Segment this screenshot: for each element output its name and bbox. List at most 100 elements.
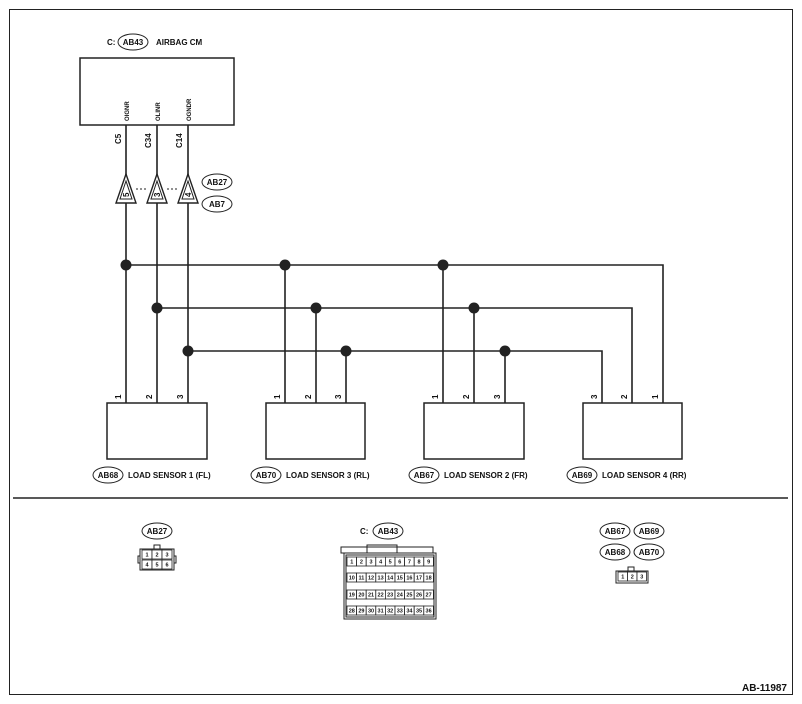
sensor-rl-box [265,402,366,460]
junction-pin-1: 5 [122,192,131,197]
sensor-rr-box [582,402,683,460]
connector-view-ab43-inner [345,554,435,618]
connector-view-ab43-body [343,552,437,620]
ab43-pin-label: 15 [397,576,403,582]
junction-triangle-3-inner [181,179,195,200]
ab43-pin-label: 14 [387,576,394,582]
terminal-pin-2: C34 [144,133,153,148]
junction-oval-1 [201,173,233,191]
ab43-pin-label: 29 [358,609,364,615]
ab43-pin-label: 4 [379,560,383,566]
ab43-pin-label: 6 [398,560,401,566]
ab43-pin-label: 21 [368,593,374,599]
airbag-cm-name: AIRBAG CM [156,38,203,47]
connector-view-group-oval-4 [633,543,665,561]
connector-view-ab27-latch [153,544,161,550]
ab43-pin-label: 32 [387,609,393,615]
ab27-pin-cell [161,559,173,570]
ab43-pin-label: 33 [397,609,403,615]
sensor-rl: 1 2 3 AB70 LOAD SENSOR 3 (RL) [250,394,370,484]
connector-view-ab43-top-lip [340,546,434,554]
connector-view-group-label-2: AB69 [639,527,660,536]
sensor-rr-pin-a: 3 [590,394,599,399]
junction-oval-2 [201,195,233,213]
bus-line-1 [126,264,664,403]
ab43-pin-label: 19 [349,593,355,599]
sensor-group-pin-label: 3 [640,575,643,581]
connector-view-group-label-4: AB70 [639,548,660,557]
splice-dot [499,345,511,357]
junction-connector-2: AB7 [209,200,226,209]
sensor-rl-pin-a: 1 [273,394,282,399]
ab43-pin-label: 23 [387,593,393,599]
connector-view-ab43-prefix: C: [360,527,368,536]
ab27-pin-label: 1 [145,553,148,559]
splice-dot [340,345,352,357]
ab43-pin-label: 26 [416,593,422,599]
sensor-rl-oval [250,466,282,484]
ab43-pin-label: 17 [416,576,422,582]
airbag-cm-header: C: AB43 AIRBAG CM [107,33,203,51]
connector-view-group-oval-1 [599,522,631,540]
sensor-fl-connector: AB68 [98,471,119,480]
sensor-fr-box [423,402,525,460]
sensor-rr-name: LOAD SENSOR 4 (RR) [602,471,687,480]
sensor-fr-name: LOAD SENSOR 2 (FR) [444,471,528,480]
connector-view-ab43-latch [366,544,398,554]
connector-view-ab27-label: AB27 [147,527,168,536]
ab27-pin-label: 3 [165,553,168,559]
splice-dot [120,259,132,271]
terminal-signal-2: OLINR [156,102,162,121]
ab43-pin-label: 10 [349,576,355,582]
connector-view-group-label-1: AB67 [605,527,626,536]
sensor-fl-pin-c: 3 [176,394,185,399]
connector-view-group-label-3: AB68 [605,548,626,557]
ab43-pin-label: 2 [360,560,363,566]
bus-line-3 [188,350,603,403]
connector-view-ab43-label: AB43 [378,527,399,536]
ab43-pin-label: 27 [426,593,432,599]
ab43-pin-label: 16 [406,576,412,582]
ab43-pin-label: 24 [397,593,404,599]
ab43-pin-label: 25 [406,593,412,599]
ab43-pin-label: 11 [358,576,364,582]
sensor-fr-pin-a: 1 [431,394,440,399]
sensor-fr: 1 2 3 AB67 LOAD SENSOR 2 (FR) [408,394,528,484]
ab43-pin-label: 7 [408,560,411,566]
sensor-group-pin-label: 2 [631,575,634,581]
connector-view-ab27-oval [141,522,173,540]
sensor-fl-name: LOAD SENSOR 1 (FL) [128,471,211,480]
junction-connector: 5 3 4 AB27 AB7 [115,171,233,213]
ab43-pin-label: 31 [378,609,384,615]
connector-view-ab43-oval [372,522,404,540]
connector-view-ab27-ear-left [137,555,141,564]
sensor-rr: 3 2 1 AB69 LOAD SENSOR 4 (RR) [566,394,687,484]
sensor-fr-pin-c: 3 [493,394,502,399]
ab43-pin-label: 13 [378,576,384,582]
sensor-fr-connector: AB67 [414,471,435,480]
ab43-pin-cell [423,605,434,616]
sensor-rr-connector: AB69 [572,471,593,480]
sensor-rr-pin-c: 1 [651,394,660,399]
ab27-pin-label: 6 [165,563,168,569]
sensor-fl: 1 2 3 AB68 LOAD SENSOR 1 (FL) [92,394,211,484]
ab43-pin-label: 35 [416,609,422,615]
terminal-signal-1: OIGNR [125,101,131,121]
connector-view-group-oval-2 [633,522,665,540]
sensor-rl-pin-c: 3 [334,394,343,399]
ab43-pin-cell [423,556,434,567]
ab43-pin-label: 30 [368,609,374,615]
airbag-cm-box [79,57,235,126]
splice-dot [151,302,163,314]
ab27-pin-cell [161,549,173,560]
junction-triangle-2-inner [150,179,164,200]
sensor-group-pin-cell [636,571,647,582]
splice-dot [182,345,194,357]
sensor-fr-pin-b: 2 [462,394,471,399]
ab43-pin-label: 22 [378,593,384,599]
ab43-pin-label: 3 [369,560,372,566]
airbag-cm-connector-label: AB43 [123,38,144,47]
